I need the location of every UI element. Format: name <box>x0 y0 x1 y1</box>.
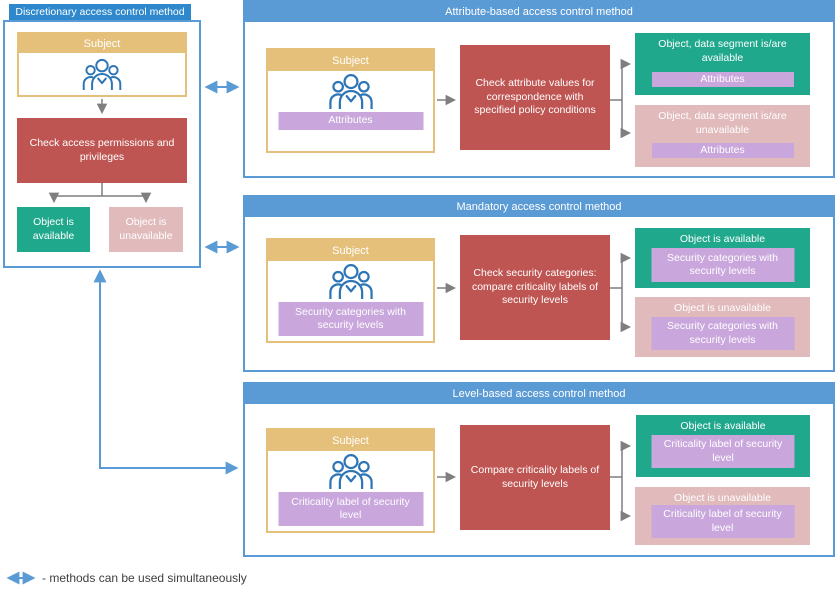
attribute-subject-box: Subject Attributes <box>266 48 435 153</box>
level-panel-title: Level-based access control method <box>245 384 833 404</box>
mandatory-panel-title: Mandatory access control method <box>245 197 833 217</box>
outcome-label: Object is unavailable <box>674 492 771 504</box>
level-unavailable-box: Object is unavailable Criticality label … <box>635 487 810 545</box>
outcome-label: Object, data segment is/are available <box>658 38 787 64</box>
available-tag: Attributes <box>651 72 794 87</box>
discretionary-available-box: Object is available <box>17 207 90 252</box>
unavailable-tag: Criticality label of security level <box>651 505 794 538</box>
subject-tag: Attributes <box>278 112 423 130</box>
discretionary-subject-box: Subject <box>17 32 187 97</box>
level-subject-box: Subject Criticality label of security le… <box>266 428 435 533</box>
subject-tag: Security categories with security levels <box>278 302 423 336</box>
subject-header: Subject <box>19 34 185 53</box>
level-check-box: Compare criticality labels of security l… <box>460 425 610 530</box>
available-tag: Criticality label of security level <box>651 435 795 468</box>
discretionary-panel-title: Discretionary access control method <box>9 4 191 20</box>
outcome-label: Object is available <box>679 233 766 245</box>
mandatory-check-box: Check security categories: compare criti… <box>460 235 610 340</box>
subject-header: Subject <box>268 50 433 71</box>
mandatory-available-box: Object is available Security categories … <box>635 228 810 288</box>
attribute-unavailable-box: Object, data segment is/are unavailable … <box>635 105 810 167</box>
available-tag: Security categories with security levels <box>651 248 794 282</box>
people-group-icon <box>268 71 433 111</box>
discretionary-unavailable-box: Object is unavailable <box>109 207 183 252</box>
people-group-icon <box>268 261 433 301</box>
outcome-label: Object is available <box>680 420 766 432</box>
outcome-label: Object, data segment is/are unavailable <box>658 110 787 136</box>
attribute-check-box: Check attribute values for correspondenc… <box>460 45 610 150</box>
mandatory-unavailable-box: Object is unavailable Security categorie… <box>635 297 810 357</box>
discretionary-check-box: Check access permissions and privileges <box>17 118 187 183</box>
people-group-icon <box>19 53 185 95</box>
subject-tag: Criticality label of security level <box>278 492 423 526</box>
people-group-icon <box>268 451 433 491</box>
level-available-box: Object is available Criticality label of… <box>636 415 810 477</box>
unavailable-tag: Security categories with security levels <box>651 317 794 350</box>
attribute-available-box: Object, data segment is/are available At… <box>635 33 810 95</box>
subject-header: Subject <box>268 240 433 261</box>
unavailable-tag: Attributes <box>651 143 794 158</box>
mandatory-subject-box: Subject Security categories with securit… <box>266 238 435 343</box>
outcome-label: Object is unavailable <box>674 302 771 314</box>
subject-header: Subject <box>268 430 433 451</box>
attribute-panel-title: Attribute-based access control method <box>245 2 833 22</box>
legend-text: - methods can be used simultaneously <box>42 571 247 585</box>
